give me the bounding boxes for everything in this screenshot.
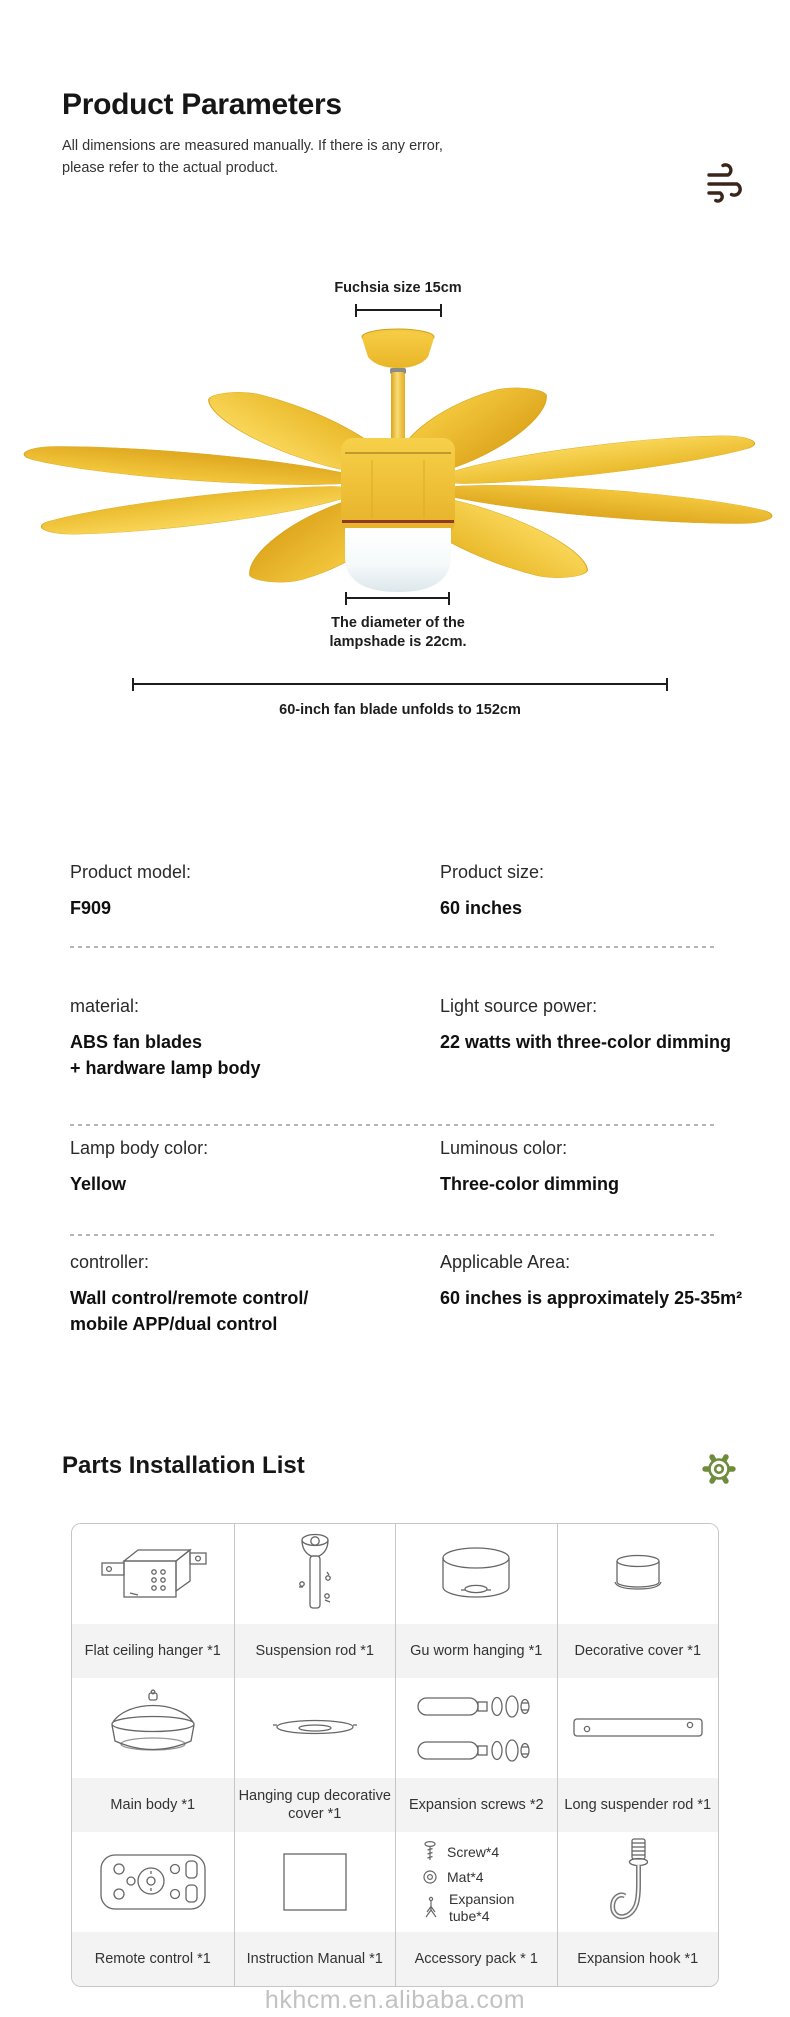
part-label: Remote control *1 bbox=[72, 1932, 234, 1986]
spec-value: ABS fan blades + hardware lamp body bbox=[70, 1032, 261, 1079]
spec-value: 60 inches bbox=[440, 898, 523, 918]
spec-row: material: ABS fan blades + hardware lamp… bbox=[70, 996, 261, 1081]
mat-icon bbox=[423, 1870, 437, 1885]
spec-row: Applicable Area: 60 inches is approximat… bbox=[440, 1252, 790, 1311]
decorative-cover-illustration bbox=[557, 1524, 718, 1624]
worm-hanging-illustration bbox=[396, 1524, 557, 1624]
spec-label: Lamp body color: bbox=[70, 1138, 209, 1158]
expansion-hook-illustration bbox=[557, 1832, 718, 1932]
watermark: hkhcm.en.alibaba.com bbox=[264, 1986, 526, 2014]
part-cell: Expansion hook *1 bbox=[556, 1832, 718, 1986]
spec-label: Product size: bbox=[440, 862, 545, 882]
canopy-dimension-label: Fuchsia size 15cm bbox=[334, 280, 462, 296]
expansion-screws-illustration bbox=[396, 1678, 557, 1778]
flat-ceiling-hanger-illustration bbox=[72, 1524, 234, 1624]
part-cell: Hanging cup decorative cover *1 bbox=[233, 1678, 395, 1832]
spec-label: Product model: bbox=[70, 862, 192, 882]
part-label: Decorative cover *1 bbox=[557, 1624, 718, 1678]
part-cell: Expansion screws *2 bbox=[395, 1678, 557, 1832]
part-cell: Decorative cover *1 bbox=[556, 1524, 718, 1678]
part-label: Expansion screws *2 bbox=[396, 1778, 557, 1832]
screw-icon bbox=[424, 1841, 436, 1861]
part-label: Gu worm hanging *1 bbox=[396, 1624, 557, 1678]
spec-row: controller: Wall control/remote control/… bbox=[70, 1252, 308, 1337]
ceiling-fan-illustration bbox=[8, 328, 788, 592]
accessory-item-label: Mat*4 bbox=[447, 1869, 484, 1886]
part-label: Accessory pack * 1 bbox=[396, 1932, 557, 1986]
spec-value: F909 bbox=[70, 898, 112, 918]
spec-value: Three-color dimming bbox=[440, 1174, 620, 1194]
part-cell: Remote control *1 bbox=[72, 1832, 234, 1986]
part-label: Main body *1 bbox=[72, 1778, 234, 1832]
part-cell: Gu worm hanging *1 bbox=[395, 1524, 557, 1678]
long-suspender-rod-illustration bbox=[557, 1678, 718, 1778]
page-subtitle: All dimensions are measured manually. If… bbox=[62, 138, 443, 176]
spec-label: material: bbox=[70, 996, 140, 1016]
main-body-illustration bbox=[72, 1678, 234, 1778]
parts-section-title: Parts Installation List bbox=[62, 1452, 305, 1479]
canopy-dimension-line bbox=[355, 303, 442, 317]
spec-value: 60 inches is approximately 25-35m² bbox=[440, 1288, 743, 1308]
blade-span-dimension-label: 60-inch fan blade unfolds to 152cm bbox=[279, 702, 521, 718]
divider bbox=[70, 1124, 718, 1126]
spec-value: Yellow bbox=[70, 1174, 127, 1194]
part-cell: Instruction Manual *1 bbox=[233, 1832, 395, 1986]
suspension-rod-illustration bbox=[234, 1524, 395, 1624]
spec-row: Luminous color: Three-color dimming bbox=[440, 1138, 619, 1197]
part-label: Instruction Manual *1 bbox=[234, 1932, 395, 1986]
divider bbox=[70, 946, 718, 948]
accessory-item: Screw*4 bbox=[422, 1840, 499, 1863]
gear-icon bbox=[700, 1450, 738, 1488]
lampshade-dimension-line bbox=[345, 591, 450, 605]
spec-row: Product size: 60 inches bbox=[440, 862, 544, 921]
spec-label: Applicable Area: bbox=[440, 1252, 571, 1272]
accessory-item: Mat*4 bbox=[422, 1869, 484, 1885]
accessory-item: Expansion tube*4 bbox=[422, 1891, 515, 1924]
part-cell: Long suspender rod *1 bbox=[556, 1678, 718, 1832]
spec-label: Luminous color: bbox=[440, 1138, 568, 1158]
lampshade-dimension-label: The diameter of the lampshade is 22cm. bbox=[329, 615, 467, 650]
hanging-cup-cover-illustration bbox=[234, 1678, 395, 1778]
part-label: Suspension rod *1 bbox=[234, 1624, 395, 1678]
spec-row: Light source power: 22 watts with three-… bbox=[440, 996, 790, 1055]
part-cell: Flat ceiling hanger *1 bbox=[72, 1524, 234, 1678]
spec-row: Product model: F909 bbox=[70, 862, 191, 921]
spec-row: Lamp body color: Yellow bbox=[70, 1138, 208, 1197]
instruction-manual-illustration bbox=[234, 1832, 395, 1932]
part-cell: Suspension rod *1 bbox=[233, 1524, 395, 1678]
part-label: Hanging cup decorative cover *1 bbox=[234, 1778, 395, 1832]
part-label: Long suspender rod *1 bbox=[557, 1778, 718, 1832]
parts-table: Flat ceiling hanger *1 Suspension rod *1 bbox=[71, 1523, 719, 1987]
remote-control-illustration bbox=[72, 1832, 234, 1932]
part-label: Expansion hook *1 bbox=[557, 1932, 718, 1986]
divider bbox=[70, 1234, 718, 1236]
page-title: Product Parameters bbox=[62, 88, 342, 121]
part-cell: Screw*4 Mat*4 Expansion tube*4 Accessor bbox=[395, 1832, 557, 1986]
fan-diagram: Fuchsia size 15cm The diameter of the la… bbox=[0, 0, 790, 740]
spec-value: 22 watts with three-color dimming bbox=[440, 1032, 732, 1052]
part-label: Flat ceiling hanger *1 bbox=[72, 1624, 234, 1678]
spec-value: Wall control/remote control/ mobile APP/… bbox=[70, 1288, 309, 1335]
wind-icon bbox=[702, 160, 748, 204]
spec-label: controller: bbox=[70, 1252, 150, 1272]
accessory-item-label: Expansion tube*4 bbox=[449, 1891, 515, 1924]
spec-list: Product model: F909 Product size: 60 inc… bbox=[70, 0, 790, 1400]
accessory-pack-illustration: Screw*4 Mat*4 Expansion tube*4 bbox=[396, 1832, 557, 1932]
expansion-tube-icon bbox=[425, 1896, 437, 1917]
spec-label: Light source power: bbox=[440, 996, 598, 1016]
accessory-item-label: Screw*4 bbox=[447, 1843, 500, 1860]
part-cell: Main body *1 bbox=[72, 1678, 234, 1832]
blade-span-dimension-line bbox=[132, 677, 668, 691]
